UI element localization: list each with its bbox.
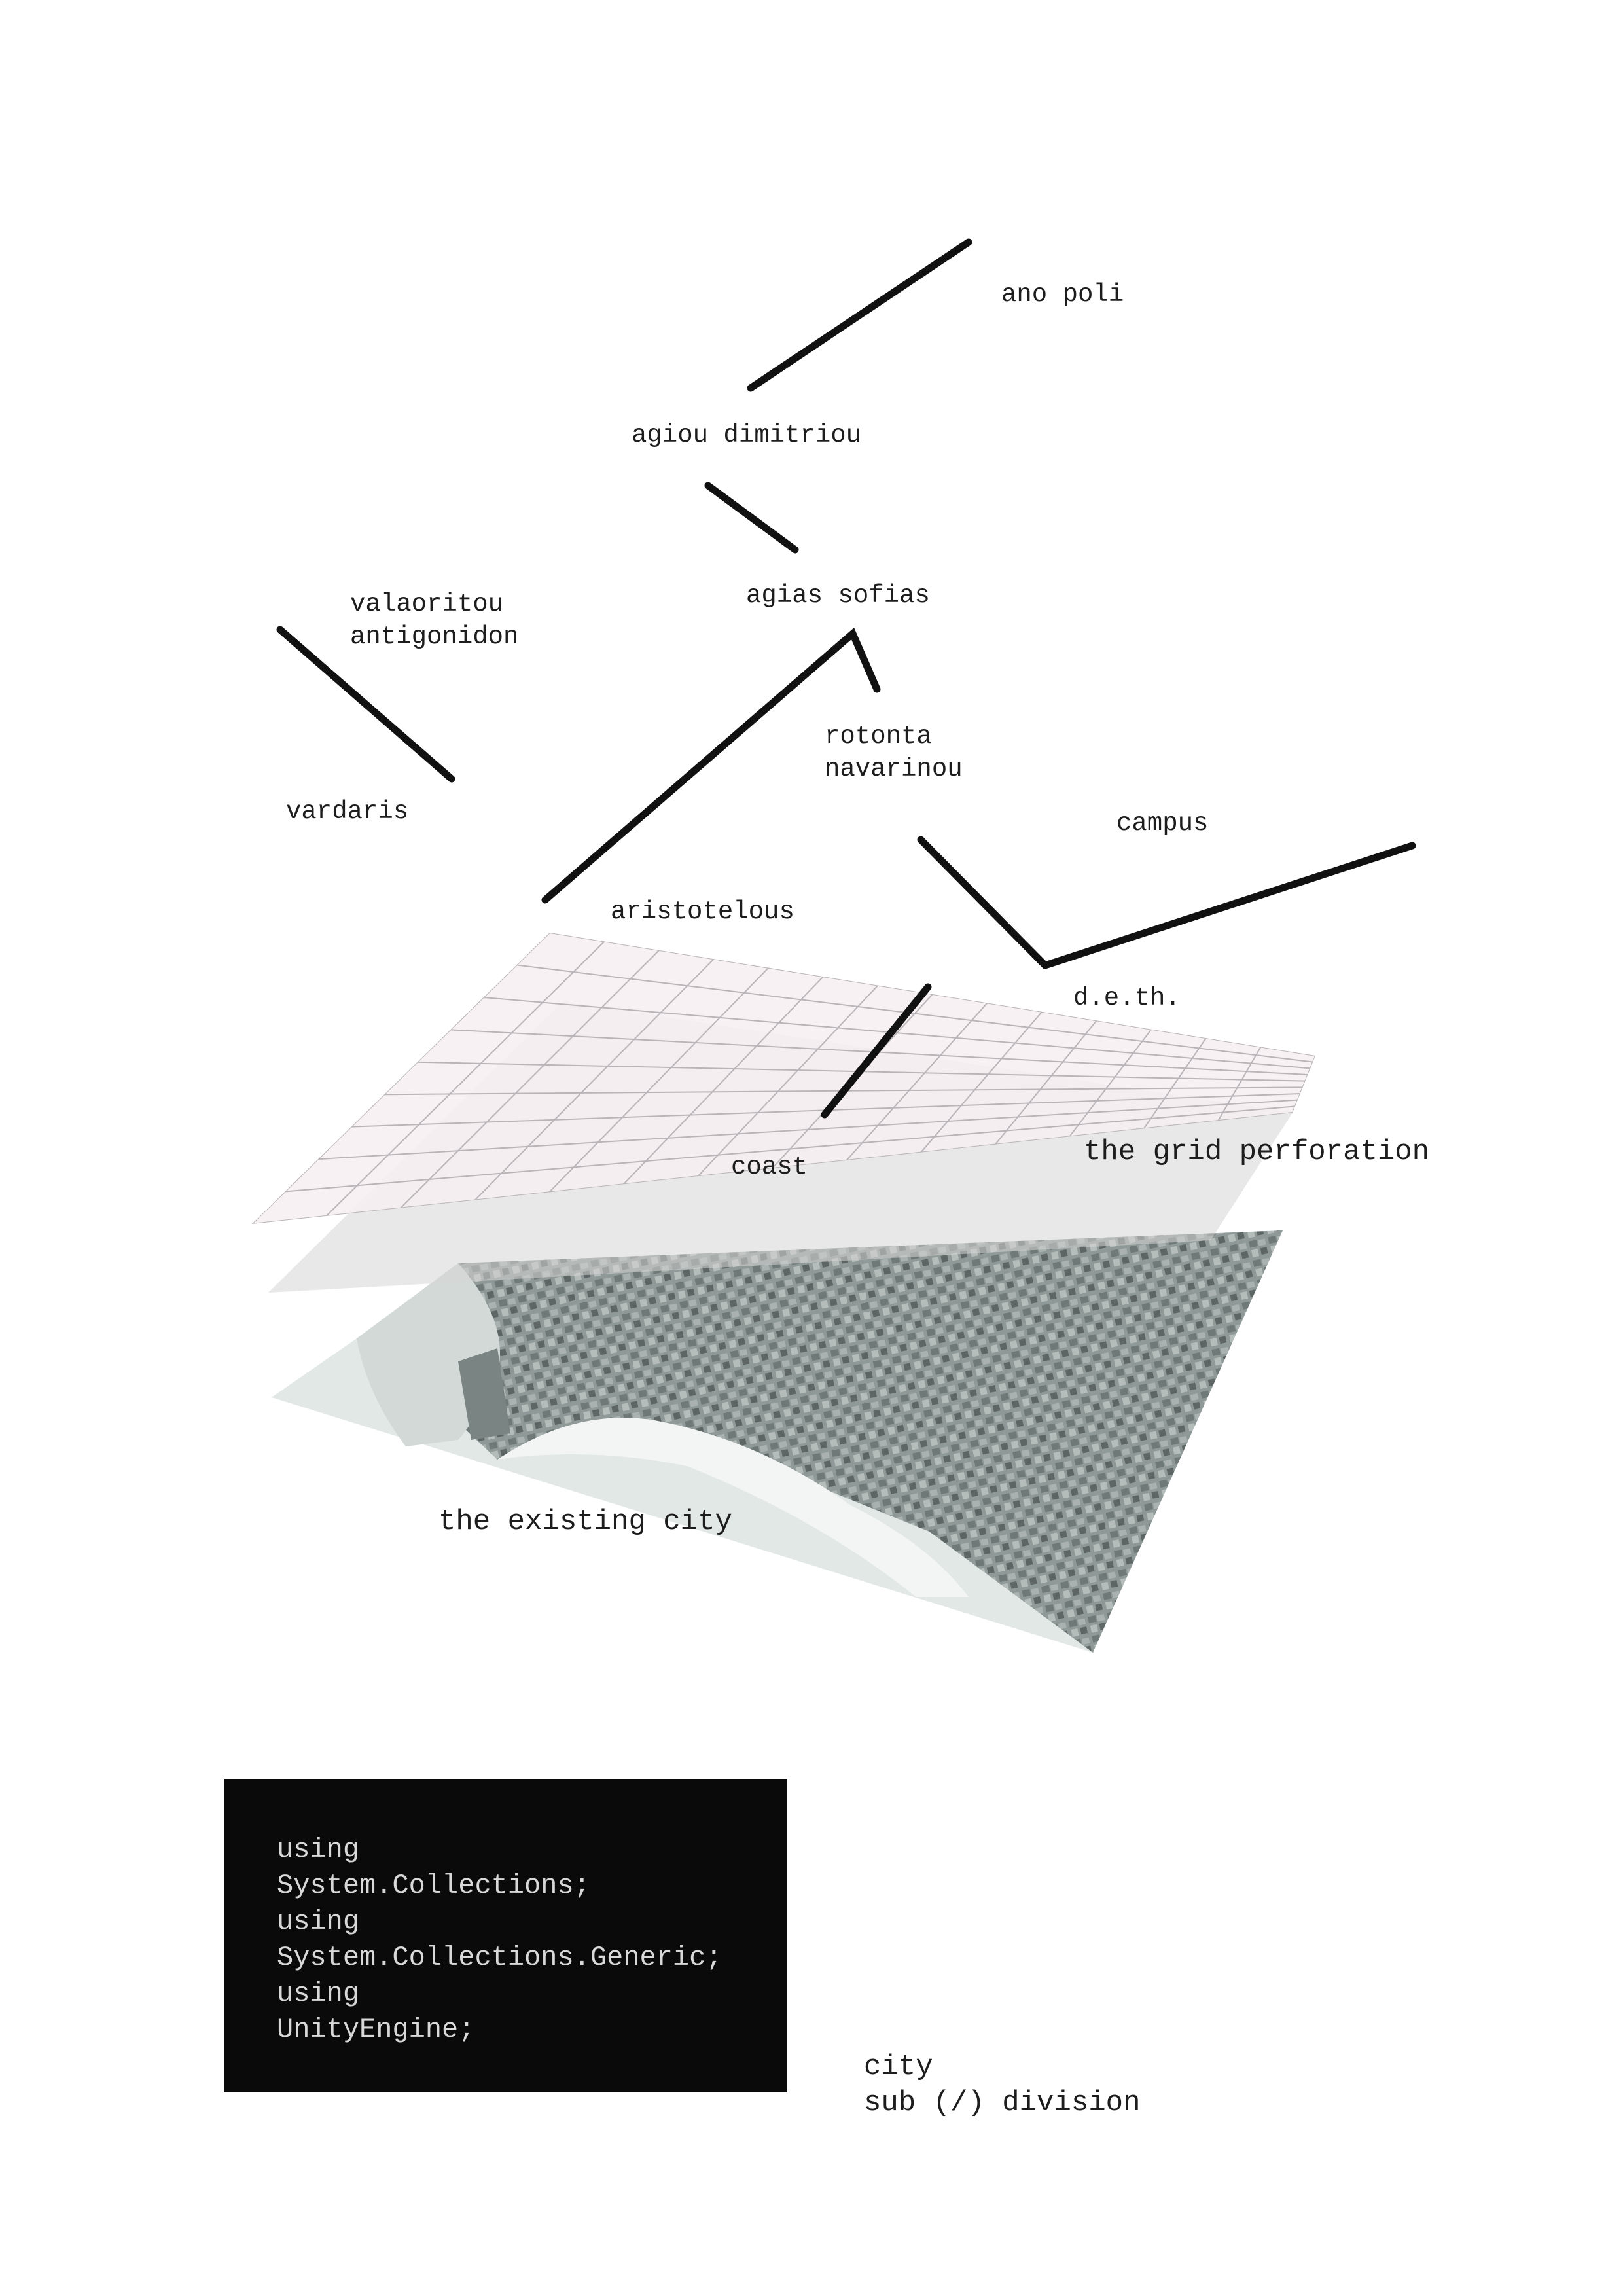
code-line: UnityEngine;	[277, 2014, 475, 2045]
grid-line	[1069, 1029, 1152, 1138]
grid-line	[623, 976, 824, 1185]
grid-line	[474, 958, 715, 1201]
grid-line	[325, 941, 605, 1217]
grid-line	[697, 984, 879, 1177]
grid-line	[516, 964, 1313, 1063]
grid-line	[483, 996, 1311, 1069]
code-line: System.Collections.Generic;	[277, 1942, 722, 1973]
label-agiou-dimitriou: agiou dimitriou	[632, 421, 862, 450]
code-line: using	[277, 1834, 360, 1865]
grid-line	[548, 967, 770, 1193]
grid-line	[846, 1002, 988, 1161]
label-existing-city: the existing city	[438, 1505, 732, 1538]
label-navarinou: navarinou	[825, 755, 963, 783]
grid-line	[318, 1099, 1298, 1160]
label-coast: coast	[731, 1153, 808, 1181]
label-antigonidon: antigonidon	[350, 622, 519, 651]
label-agias-sofias: agias sofias	[746, 581, 930, 610]
existing-city-map-layer	[272, 1230, 1283, 1653]
label-deth: d.e.th.	[1073, 984, 1181, 1013]
axis-line-aristotelous	[541, 627, 881, 904]
label-aristotelous: aristotelous	[611, 897, 794, 926]
code-line: using	[277, 1978, 360, 2009]
caption-line-2: sub (/) division	[864, 2087, 1141, 2119]
label-valaoritou: valaoritou	[350, 590, 504, 619]
label-grid-perforation: the grid perforation	[1084, 1136, 1430, 1168]
code-line: using	[277, 1906, 360, 1937]
label-campus: campus	[1116, 809, 1209, 838]
label-vardaris: vardaris	[286, 797, 409, 826]
axis-line-valaoritou	[276, 626, 455, 783]
grid-line	[285, 1105, 1295, 1193]
grid-line	[1143, 1037, 1207, 1129]
code-snippet-box: using System.Collections; using System.C…	[224, 1779, 787, 2092]
axis-line-coast	[821, 983, 932, 1119]
grid-line	[1217, 1047, 1262, 1121]
grid-line	[994, 1020, 1097, 1145]
grid-line	[400, 950, 660, 1209]
caption-line-1: city	[864, 2051, 933, 2083]
grid-line	[920, 1011, 1043, 1153]
axis-lines	[276, 238, 1416, 1119]
axis-line-campus	[917, 836, 1416, 970]
label-rotonta: rotonta	[825, 722, 932, 751]
axis-line-ano-poli	[747, 238, 972, 392]
label-ano-poli: ano poli	[1001, 280, 1124, 309]
code-line: System.Collections;	[277, 1870, 590, 1901]
axis-line-agiou-dimitriou	[704, 482, 799, 554]
